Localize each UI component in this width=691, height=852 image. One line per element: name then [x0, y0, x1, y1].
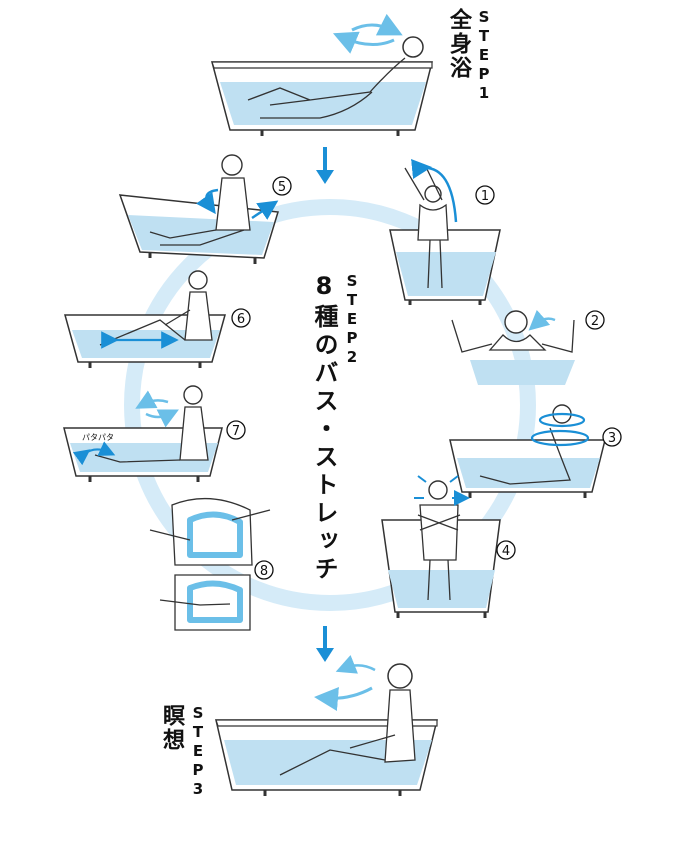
- stretch-number-5: 5: [278, 180, 286, 195]
- step2-label: STEP2: [343, 272, 361, 367]
- step3-label: STEP3: [189, 704, 207, 799]
- stretch-number-4: 4: [502, 544, 510, 559]
- tap-label: パタパタ: [82, 433, 114, 442]
- step1-title: 全身浴: [446, 8, 471, 80]
- stretch-number-1: 1: [481, 189, 489, 204]
- step2-title: 8種のバス・ストレッチ: [310, 272, 338, 584]
- step1-label: STEP1: [475, 8, 493, 103]
- step3-title: 瞑想: [159, 704, 184, 752]
- cycle-ring: [124, 199, 536, 611]
- stretch-number-8: 8: [260, 564, 268, 579]
- stretch-number-6: 6: [237, 312, 245, 327]
- down-arrow-step2-to-step3: [316, 626, 334, 662]
- stretch-5-illustration: [118, 154, 279, 264]
- stretch-number-2: 2: [591, 314, 599, 329]
- stretch-4-illustration: [381, 475, 501, 618]
- stretch-number-3: 3: [608, 431, 616, 446]
- step3-meditation-illustration: [215, 655, 438, 796]
- number-markers: 1 2 3 4 5 6 7 8: [226, 176, 622, 580]
- stretch-2-illustration: [451, 309, 575, 385]
- stretch-6-illustration: [64, 270, 226, 368]
- stretch-number-7: 7: [232, 424, 240, 439]
- step1-full-bath-illustration: [211, 13, 433, 136]
- stretch-1-illustration: [389, 159, 501, 305]
- stretch-8-illustration: [149, 497, 271, 631]
- down-arrow-step1-to-step2: [316, 147, 334, 184]
- stretch-3-illustration: [449, 404, 606, 498]
- stretch-7-illustration: パタパタ: [63, 385, 223, 482]
